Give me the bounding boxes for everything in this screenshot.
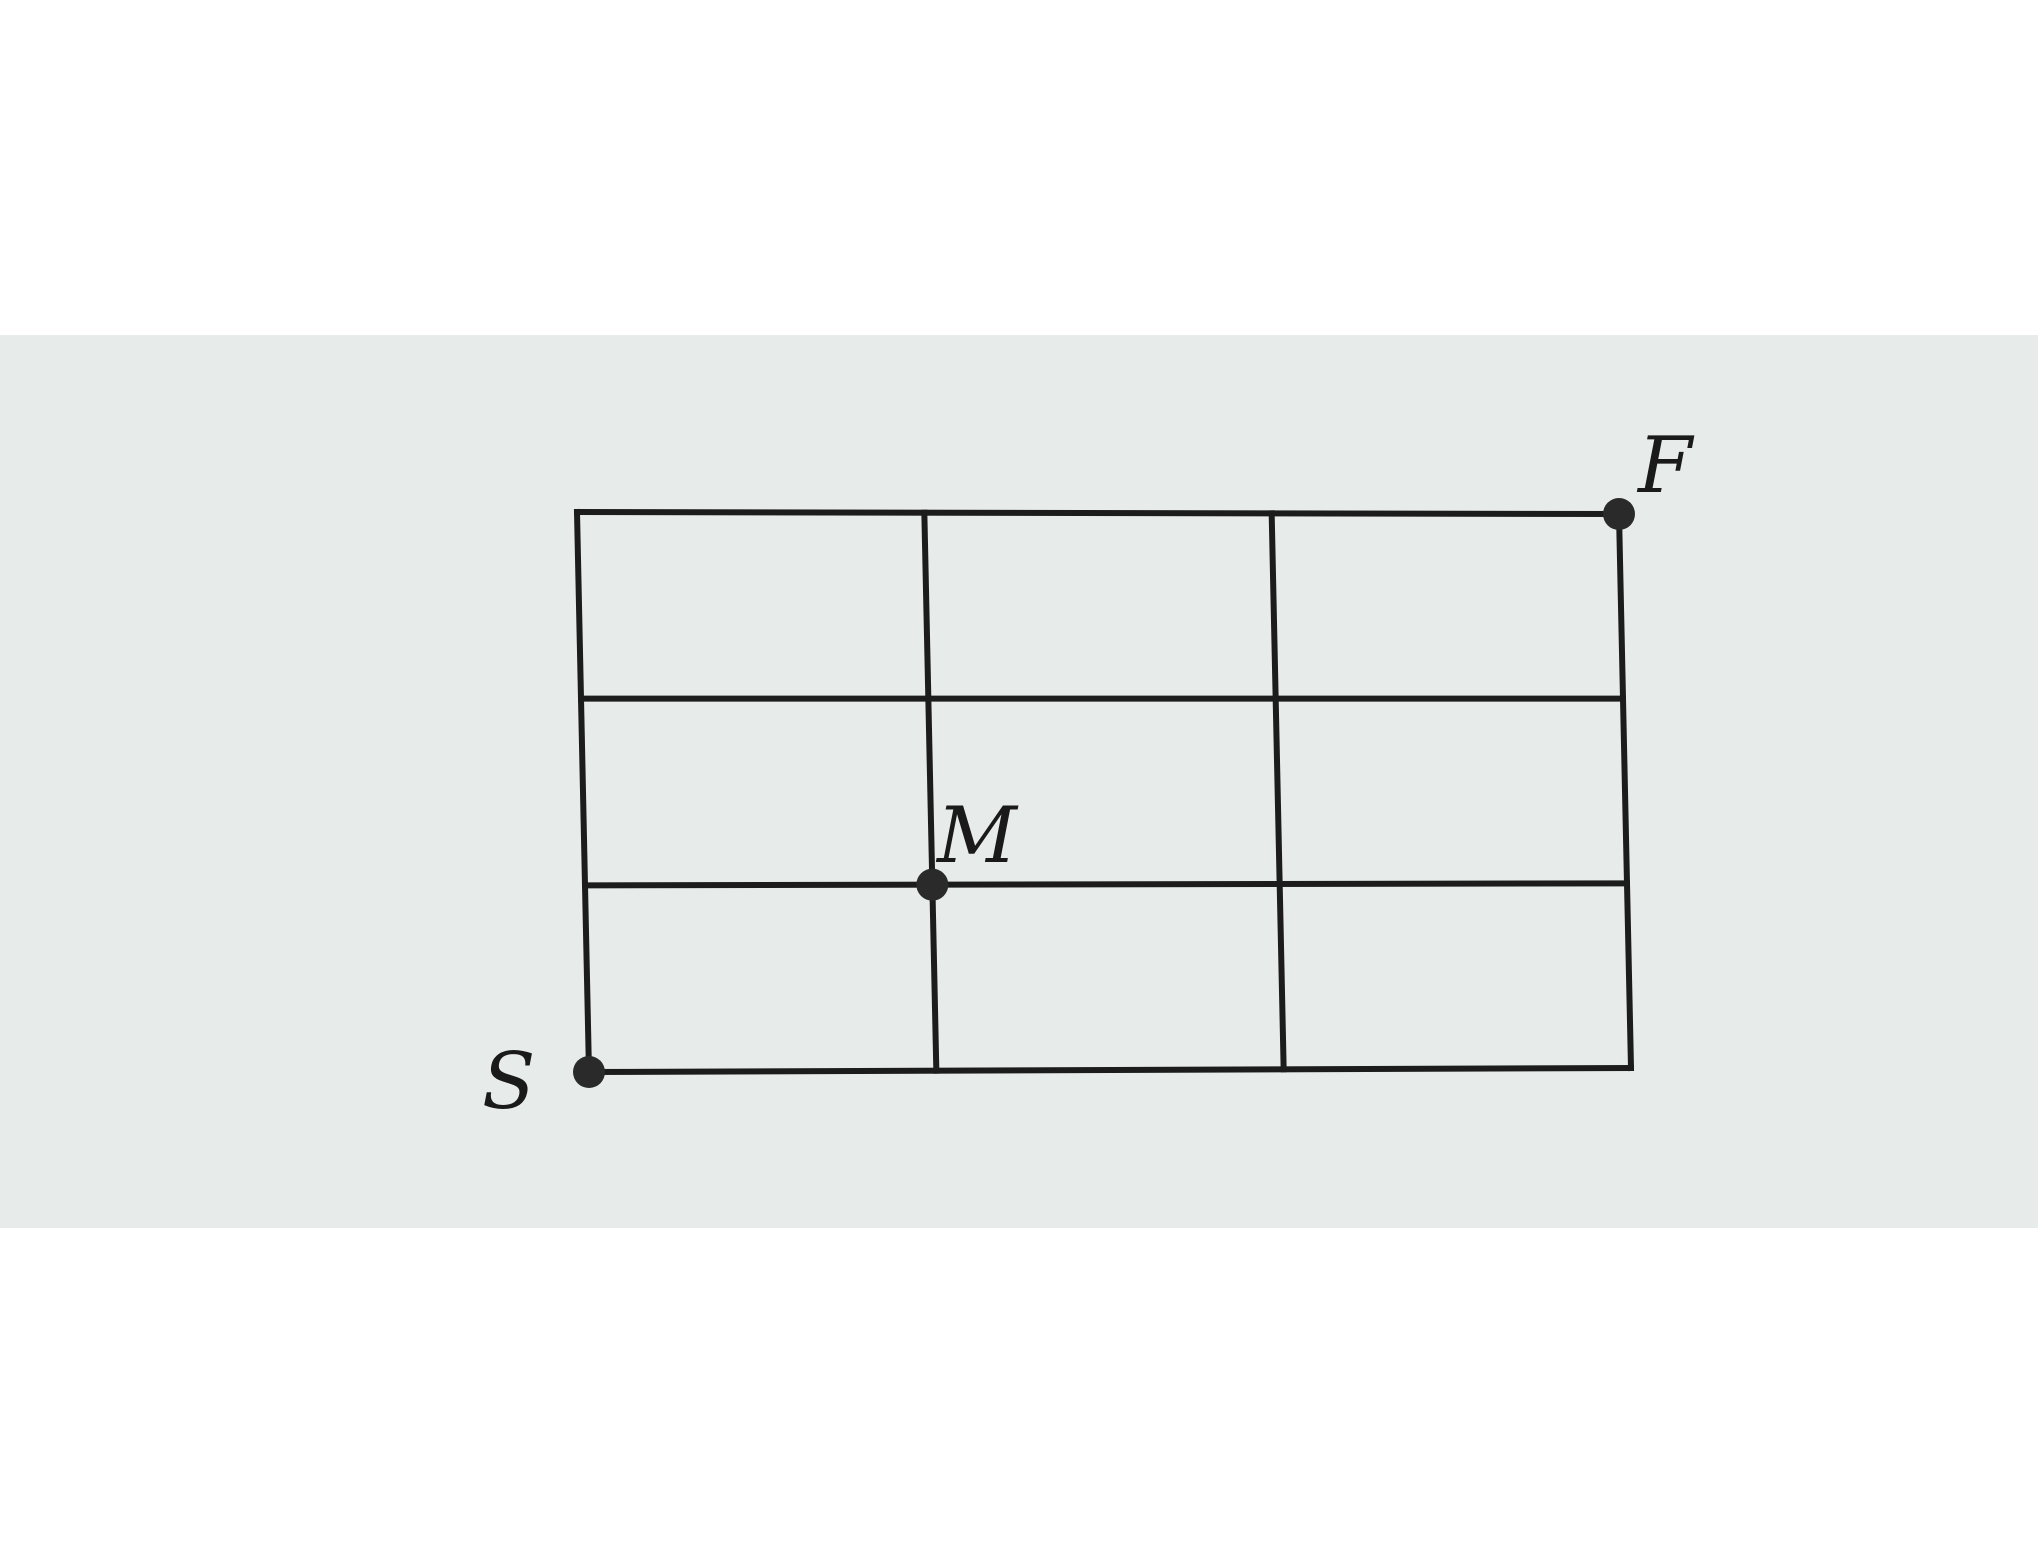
grid-horizontal-line (581, 880, 1631, 889)
grid-vertical-line (1615, 510, 1635, 1072)
grid-vertical-line (1268, 510, 1287, 1073)
grid-vertical-line (921, 509, 940, 1074)
label-m: M (935, 791, 1019, 881)
grid-points (573, 498, 1635, 1088)
grid-horizontal-line (585, 1064, 1635, 1076)
label-s: S (482, 1037, 535, 1127)
grid-vertical-line (573, 508, 593, 1076)
paper-background (0, 335, 2038, 1228)
point-f (1603, 498, 1635, 530)
grid-lines (573, 508, 1635, 1076)
label-f: F (1636, 421, 1695, 511)
point-s (573, 1056, 605, 1088)
grid-horizontal-line (573, 508, 1623, 518)
point-m (916, 868, 949, 901)
